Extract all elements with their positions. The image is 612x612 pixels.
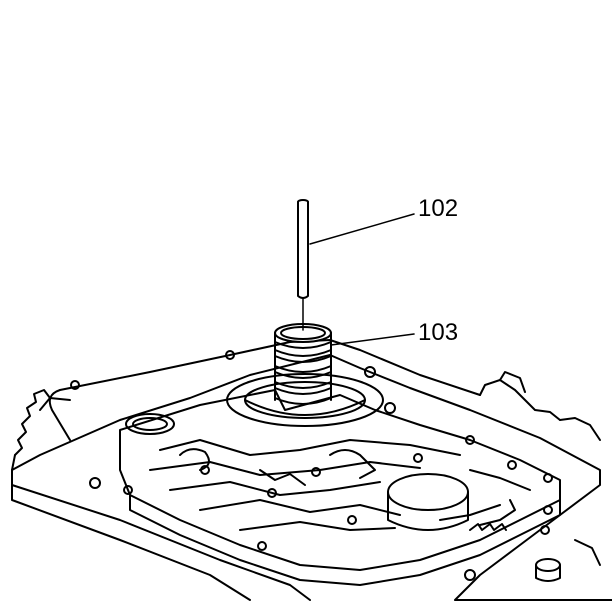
leader-line-102 [309, 213, 415, 245]
leader-line-103 [330, 333, 415, 346]
spring-part-103 [274, 323, 332, 405]
pin-part-102 [297, 199, 309, 331]
callout-label-102: 102 [418, 195, 459, 222]
callout-label-103: 103 [418, 319, 459, 346]
valve-body-housing [11, 339, 612, 601]
